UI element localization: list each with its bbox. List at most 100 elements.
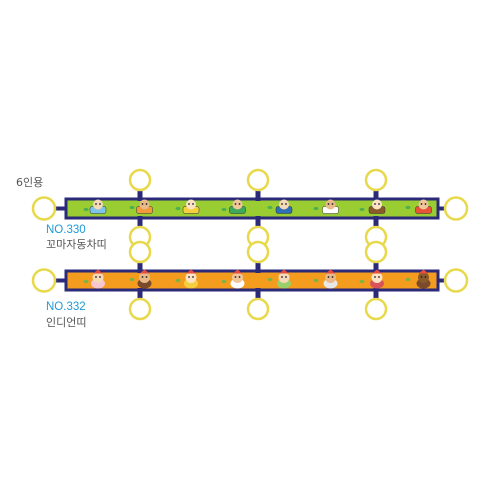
figure-indian-child (277, 269, 291, 289)
leaf-decoration (405, 205, 411, 210)
face (185, 272, 197, 283)
eye (281, 203, 283, 205)
eye (424, 203, 427, 205)
face (372, 199, 382, 210)
eye (424, 276, 427, 278)
feather (139, 269, 150, 274)
leaf-decoration (267, 205, 273, 210)
eye (99, 276, 101, 278)
ring (443, 196, 469, 221)
ring (128, 168, 152, 192)
figure-indian-chief (137, 269, 152, 289)
figure-blue-car (89, 199, 107, 214)
figure-yellow-car (182, 199, 200, 214)
band (64, 269, 440, 292)
eye (192, 276, 194, 278)
eye (145, 276, 148, 278)
feather (93, 269, 103, 274)
feather (372, 269, 382, 274)
figure-red-car (415, 199, 432, 214)
figure-navy-car (275, 199, 293, 214)
ring (31, 268, 57, 293)
eye (378, 276, 380, 278)
face (418, 272, 429, 283)
ring (128, 240, 152, 264)
face (279, 199, 289, 210)
ring (364, 240, 388, 264)
leaf-decoration (221, 279, 227, 284)
product-name-330: 꼬마자동차띠 (46, 238, 107, 251)
leaf-decoration (221, 207, 227, 212)
leaf-decoration (129, 277, 135, 282)
product-code-332: NO.332 (46, 301, 86, 313)
eye (331, 276, 334, 278)
eye (238, 203, 241, 205)
figure-indian-kid (230, 269, 245, 289)
face (139, 272, 150, 283)
product-code-330: NO.330 (46, 224, 86, 236)
eye (234, 203, 237, 205)
eye (327, 203, 330, 205)
face (232, 272, 243, 283)
eye (378, 203, 380, 205)
eye (188, 276, 190, 278)
ring (443, 268, 469, 293)
feather (232, 269, 243, 274)
eye (99, 203, 101, 205)
face (418, 199, 429, 210)
figure-orange-car (136, 199, 153, 214)
leaf-decoration (313, 206, 319, 211)
face (278, 272, 290, 283)
face (325, 199, 336, 210)
face (325, 272, 336, 283)
face (92, 272, 104, 283)
eye (281, 276, 283, 278)
eye (192, 203, 194, 205)
eye (420, 203, 423, 205)
eye (285, 203, 287, 205)
leaf-decoration (359, 279, 365, 284)
ring (128, 297, 152, 321)
eye (331, 203, 334, 205)
feather (279, 269, 289, 274)
face (93, 199, 103, 210)
eye (374, 203, 376, 205)
figure-white-car (322, 199, 339, 214)
leaf-decoration (129, 205, 135, 210)
face (139, 199, 150, 210)
leaf-decoration (359, 207, 365, 212)
eye (420, 276, 423, 278)
feather (186, 269, 196, 274)
eye (238, 276, 241, 278)
eye (141, 276, 144, 278)
face (371, 272, 383, 283)
leaf-decoration (175, 206, 181, 211)
figure-indian-boy (184, 269, 198, 289)
feather (325, 269, 336, 274)
face (186, 199, 196, 210)
eye (188, 203, 190, 205)
figure-indian-elder (323, 269, 338, 289)
figure-brown-car (368, 199, 386, 214)
eye (145, 203, 148, 205)
ring (246, 240, 270, 264)
figure-green-car (229, 199, 246, 214)
figure-indian-girl (91, 269, 105, 289)
ring (246, 297, 270, 321)
face (232, 199, 243, 210)
eye (95, 276, 97, 278)
leaf-decoration (83, 207, 89, 212)
band (64, 197, 440, 220)
ring (364, 168, 388, 192)
strip-group (31, 168, 469, 249)
strip-group (31, 240, 469, 321)
product-name-332: 인디언띠 (46, 316, 87, 329)
leaf-decoration (175, 278, 181, 283)
eye (374, 276, 376, 278)
leaf-decoration (267, 277, 273, 282)
leaf-decoration (313, 278, 319, 283)
eye (95, 203, 97, 205)
ring (31, 196, 57, 221)
